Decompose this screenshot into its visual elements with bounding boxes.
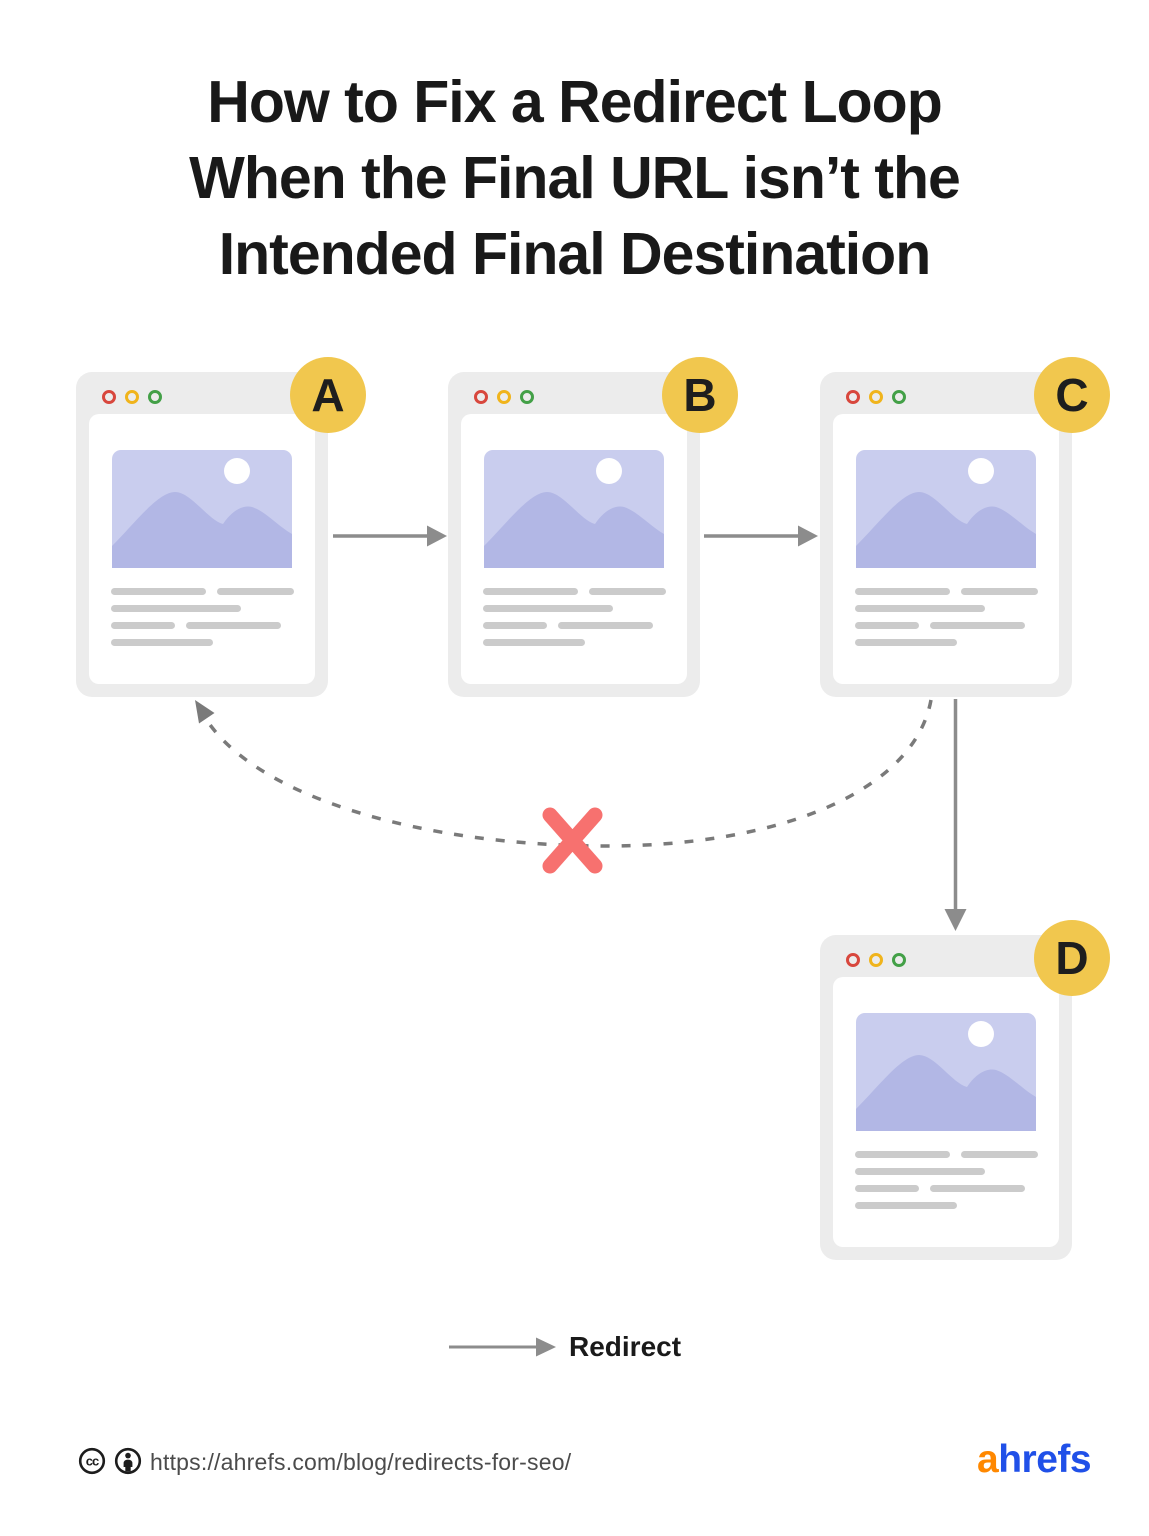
skeleton-bar: [855, 1168, 985, 1175]
ahrefs-logo-hrefs: hrefs: [998, 1438, 1092, 1481]
traffic-light-green-icon: [520, 390, 534, 404]
traffic-light-red-icon: [474, 390, 488, 404]
window-content: [461, 414, 687, 684]
skeleton-row: [111, 588, 294, 595]
skeleton-bar: [483, 639, 585, 646]
step-badge-label: C: [1055, 369, 1089, 421]
cc-by-person-icon: [114, 1447, 142, 1475]
traffic-light-green-icon: [148, 390, 162, 404]
ahrefs-logo: ahrefs: [977, 1438, 1092, 1482]
skeleton-row: [855, 1202, 1038, 1209]
skeleton-bar: [111, 588, 206, 595]
skeleton-row: [483, 588, 666, 595]
browser-window-b: B: [448, 357, 738, 697]
skeleton-bar: [855, 1151, 950, 1158]
traffic-light-green-icon: [892, 390, 906, 404]
step-badge-label: A: [311, 369, 345, 421]
cc-icon: cc: [78, 1447, 106, 1475]
cc-license-icons: cc: [78, 1447, 142, 1475]
skeleton-row: [855, 1185, 1038, 1192]
traffic-light-red-icon: [846, 390, 860, 404]
step-badge-c: C: [1034, 357, 1110, 433]
browser-window-d: D: [820, 920, 1110, 1260]
skeleton-row: [483, 622, 666, 629]
redirect-arrow-c-d: [944, 699, 967, 931]
legend-redirect-arrow-icon: [449, 1337, 556, 1357]
step-badge-label: D: [1055, 932, 1089, 984]
traffic-light-yellow-icon: [125, 390, 139, 404]
image-placeholder-icon: [112, 450, 292, 568]
text-skeleton: [483, 588, 666, 656]
skeleton-bar: [558, 622, 653, 629]
title-line-1: How to Fix a Redirect Loop: [207, 69, 943, 135]
browser-window-c: C: [820, 357, 1110, 697]
skeleton-bar: [483, 622, 547, 629]
skeleton-row: [855, 639, 1038, 646]
skeleton-bar: [111, 605, 241, 612]
skeleton-row: [855, 1151, 1038, 1158]
skeleton-row: [855, 605, 1038, 612]
browser-window-a: A: [76, 357, 366, 697]
source-url: https://ahrefs.com/blog/redirects-for-se…: [150, 1449, 572, 1475]
traffic-light-yellow-icon: [869, 390, 883, 404]
window-content: [833, 977, 1059, 1247]
image-placeholder-icon: [484, 450, 664, 568]
skeleton-bar: [961, 588, 1038, 595]
skeleton-bar: [961, 1151, 1038, 1158]
window-header: [448, 372, 700, 414]
skeleton-bar: [930, 1185, 1025, 1192]
traffic-light-yellow-icon: [869, 953, 883, 967]
skeleton-bar: [111, 639, 213, 646]
redirect-arrow-b-c: [704, 525, 818, 547]
blocked-loop-arrow-c-a: [195, 699, 933, 848]
ahrefs-logo-a: a: [977, 1438, 999, 1481]
step-badge-d: D: [1034, 920, 1110, 996]
skeleton-bar: [186, 622, 281, 629]
skeleton-bar: [483, 588, 578, 595]
title-line-3: Intended Final Destination: [218, 221, 932, 287]
skeleton-row: [483, 605, 666, 612]
skeleton-bar: [483, 605, 613, 612]
image-placeholder-icon: [856, 1013, 1036, 1131]
skeleton-bar: [855, 1202, 957, 1209]
window-content: [89, 414, 315, 684]
step-badge-label: B: [683, 369, 717, 421]
skeleton-row: [483, 639, 666, 646]
skeleton-row: [111, 622, 294, 629]
skeleton-row: [855, 1168, 1038, 1175]
step-badge-a: A: [290, 357, 366, 433]
traffic-light-red-icon: [102, 390, 116, 404]
skeleton-bar: [855, 605, 985, 612]
window-header: [76, 372, 328, 414]
step-badge-b: B: [662, 357, 738, 433]
skeleton-row: [111, 605, 294, 612]
traffic-light-yellow-icon: [497, 390, 511, 404]
skeleton-bar: [855, 622, 919, 629]
skeleton-bar: [930, 622, 1025, 629]
skeleton-bar: [855, 588, 950, 595]
text-skeleton: [855, 588, 1038, 656]
traffic-light-red-icon: [846, 953, 860, 967]
image-placeholder-icon: [856, 450, 1036, 568]
window-content: [833, 414, 1059, 684]
skeleton-bar: [217, 588, 294, 595]
svg-text:cc: cc: [86, 1454, 99, 1469]
skeleton-row: [111, 639, 294, 646]
window-header: [820, 372, 1072, 414]
legend-label: Redirect: [569, 1331, 682, 1362]
skeleton-bar: [111, 622, 175, 629]
text-skeleton: [111, 588, 294, 656]
page-title: How to Fix a Redirect Loop When the Fina…: [0, 64, 1149, 292]
skeleton-bar: [855, 1185, 919, 1192]
skeleton-bar: [855, 639, 957, 646]
redirect-arrow-a-b: [333, 525, 447, 547]
blocked-x-icon: [542, 807, 603, 874]
skeleton-row: [855, 588, 1038, 595]
text-skeleton: [855, 1151, 1038, 1219]
window-header: [820, 935, 1072, 977]
skeleton-row: [855, 622, 1038, 629]
traffic-light-green-icon: [892, 953, 906, 967]
title-line-2: When the Final URL isn’t the: [189, 145, 961, 211]
skeleton-bar: [589, 588, 666, 595]
